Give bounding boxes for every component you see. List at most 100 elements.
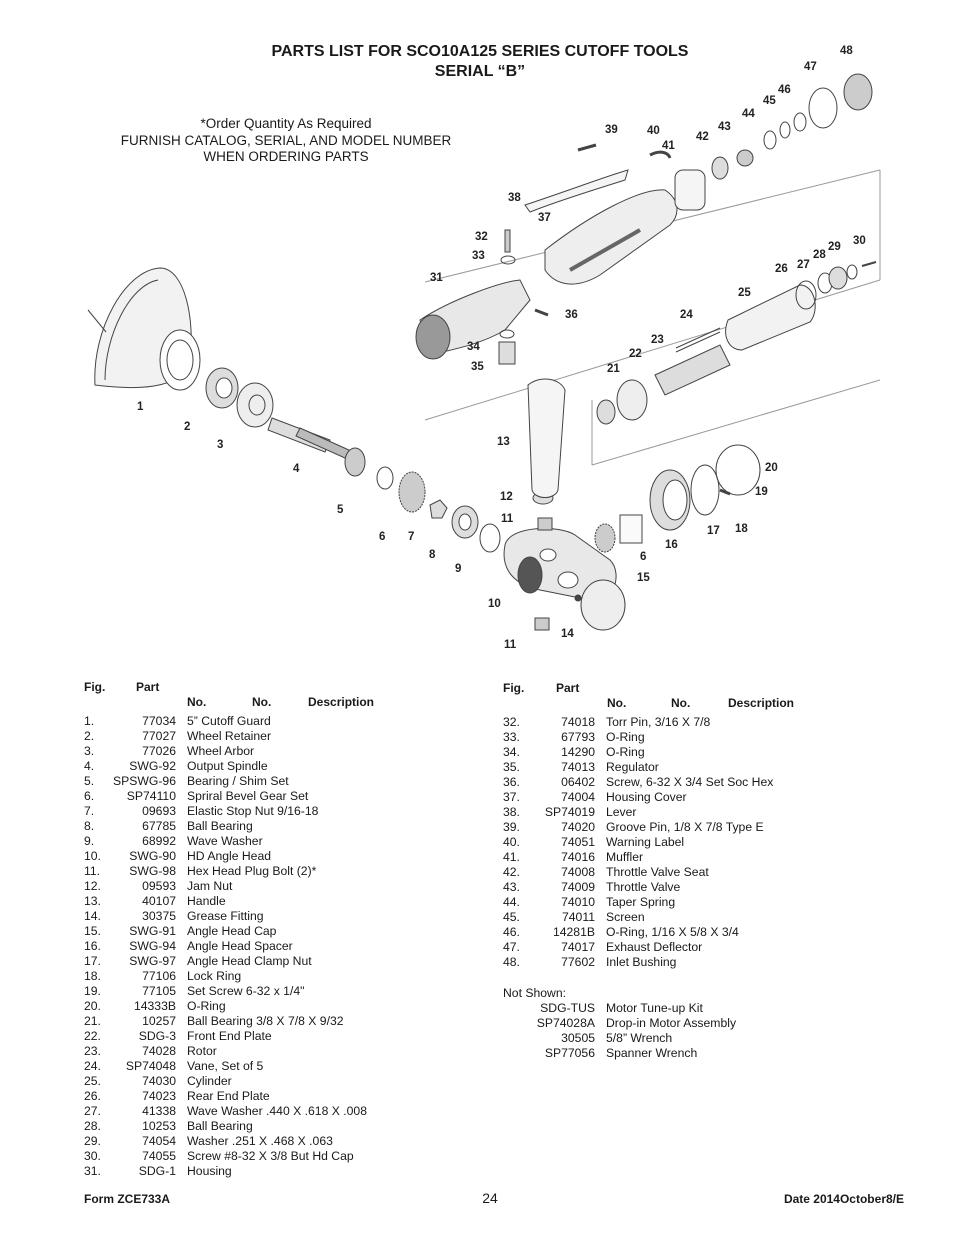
part-description: Motor Tune-up Kit: [606, 1001, 703, 1015]
part-number: 74023: [142, 1089, 176, 1103]
part-description: Washer .251 X .468 X .063: [187, 1134, 333, 1148]
fig-number: 32.: [503, 715, 520, 729]
part-number: 40107: [142, 894, 176, 908]
fig-number: 43.: [503, 880, 520, 894]
part-number: SWG-97: [129, 954, 176, 968]
part-number: 74011: [562, 910, 595, 924]
part-number: 30375: [142, 909, 176, 923]
fig-number: 23.: [84, 1044, 101, 1058]
table-row: 26. 74023 Rear End Plate: [84, 1089, 484, 1104]
part-number: 09693: [142, 804, 176, 818]
housing-drawing: [415, 279, 531, 360]
part-description: Torr Pin, 3/16 X 7/8: [606, 715, 711, 729]
part-number: 74008: [561, 865, 595, 879]
part-description: O-Ring: [187, 999, 226, 1013]
part-description: Wave Washer: [187, 834, 263, 848]
part-number: SWG-92: [129, 759, 176, 773]
callout-24: 24: [680, 309, 693, 321]
fig-number: 41.: [503, 850, 520, 864]
fig-number: 1.: [84, 714, 95, 728]
fig-number: 4.: [84, 759, 95, 773]
callout-15: 15: [637, 572, 650, 584]
callout-42: 42: [696, 131, 709, 143]
part-number: SDG-TUS: [540, 1001, 595, 1015]
fig-number: 3.: [84, 744, 95, 758]
callout-38: 38: [508, 192, 521, 204]
part-description: Jam Nut: [187, 879, 233, 893]
part-number: 77026: [142, 744, 176, 758]
callout-35: 35: [471, 361, 484, 373]
revision-date: Date 2014October8/E: [783, 1192, 904, 1206]
part-description: Set Screw 6-32 x 1/4": [187, 984, 305, 998]
part-number: 14290: [561, 745, 595, 759]
callout-44: 44: [742, 108, 755, 120]
fig-number: 22.: [84, 1029, 101, 1043]
order-note-line: FURNISH CATALOG, SERIAL, AND MODEL NUMBE…: [120, 132, 452, 148]
callout-7: 7: [408, 531, 414, 543]
order-note: *Order Quantity As Required FURNISH CATA…: [100, 116, 472, 166]
fig-number: 7.: [84, 804, 95, 818]
part-number: SWG-98: [129, 864, 176, 878]
part-description: O-Ring, 1/16 X 5/8 X 3/4: [606, 925, 739, 939]
callout-19: 19: [755, 486, 768, 498]
part-description: Screw #8-32 X 3/8 But Hd Cap: [187, 1149, 354, 1163]
fig-number: 24.: [84, 1059, 101, 1073]
part-description: Warning Label: [606, 835, 685, 849]
header-part: Part: [556, 681, 580, 695]
table-row: SDG-TUS Motor Tune-up Kit: [503, 1001, 903, 1016]
part-description: O-Ring: [606, 730, 645, 744]
fig-number: 13.: [84, 894, 101, 908]
header-description: Description: [308, 695, 375, 709]
callout-28: 28: [813, 249, 826, 261]
part-description: Inlet Bushing: [606, 955, 677, 969]
part-number: 77105: [142, 984, 176, 998]
part-description: Drop-in Motor Assembly: [606, 1016, 737, 1030]
fig-number: 14.: [84, 909, 101, 923]
header-fig: Fig.: [503, 681, 525, 695]
part-number: SDG-1: [138, 1164, 176, 1178]
fig-number: 26.: [84, 1089, 101, 1103]
part-description: Rotor: [187, 1044, 217, 1058]
fig-number: 25.: [84, 1074, 101, 1088]
part-number: 77034: [142, 714, 176, 728]
fig-number: 2.: [84, 729, 95, 743]
fig-number: 17.: [84, 954, 101, 968]
callout-25: 25: [738, 287, 751, 299]
part-number: SWG-91: [129, 924, 176, 938]
fig-number: 39.: [503, 820, 520, 834]
callout-33: 33: [472, 250, 485, 262]
fig-number: 35.: [503, 760, 520, 774]
part-number: 14333B: [133, 999, 176, 1013]
part-description: Rear End Plate: [187, 1089, 270, 1103]
header-description: Description: [728, 696, 795, 710]
part-description: Hex Head Plug Bolt (2)*: [187, 864, 317, 878]
header-no: No.: [187, 695, 207, 709]
part-number: 74028: [142, 1044, 176, 1058]
part-number: 74016: [561, 850, 595, 864]
